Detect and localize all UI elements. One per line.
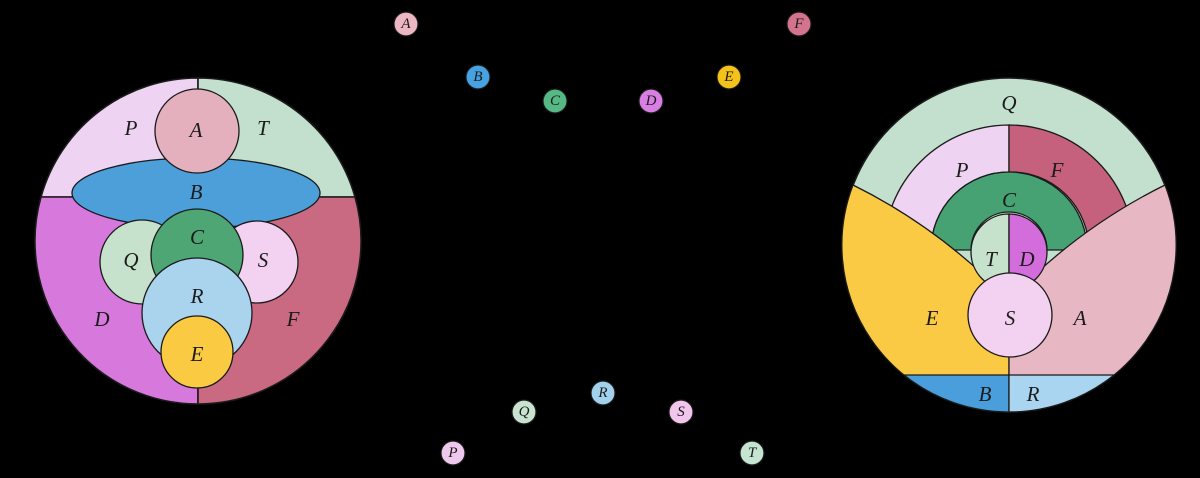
node-F xyxy=(786,11,812,37)
right-label-Q: Q xyxy=(1001,91,1016,115)
scatter-nodes: A B C D E F P Q R S T xyxy=(393,11,812,466)
right-circular-diagram: Q P F C T D E S A B R xyxy=(841,77,1177,413)
left-label-A: A xyxy=(188,118,203,142)
node-B xyxy=(465,64,491,90)
node-Q xyxy=(511,399,537,425)
right-label-P: P xyxy=(955,158,969,182)
node-B-label: B xyxy=(473,69,482,85)
node-R xyxy=(590,380,616,406)
node-E-label: E xyxy=(723,69,733,85)
node-A-label: A xyxy=(400,16,411,32)
right-label-C: C xyxy=(1002,188,1017,212)
node-R-label: R xyxy=(597,385,607,401)
left-label-T: T xyxy=(257,116,270,140)
node-P xyxy=(440,440,466,466)
right-label-F: F xyxy=(1050,158,1064,182)
node-D xyxy=(638,88,664,114)
node-P-label: P xyxy=(447,445,457,461)
node-C-label: C xyxy=(550,93,561,109)
right-region-S xyxy=(967,272,1053,358)
right-label-R: R xyxy=(1026,382,1040,406)
left-label-C: C xyxy=(190,225,205,249)
right-region-B xyxy=(902,374,1010,413)
right-region-R xyxy=(1008,374,1116,413)
right-label-E: E xyxy=(925,306,939,330)
left-region-E xyxy=(160,315,234,389)
left-label-B: B xyxy=(190,180,203,204)
node-A xyxy=(393,11,419,37)
right-label-A: A xyxy=(1072,306,1087,330)
right-region-C xyxy=(930,171,1088,251)
left-label-Q: Q xyxy=(123,248,138,272)
right-label-S: S xyxy=(1005,306,1016,330)
node-E xyxy=(716,64,742,90)
left-circular-diagram: P A T B C Q S R D F E xyxy=(34,77,362,405)
right-label-D: D xyxy=(1018,247,1034,271)
node-S-label: S xyxy=(677,404,685,420)
right-label-B: B xyxy=(979,382,992,406)
left-label-P: P xyxy=(124,116,138,140)
node-T-label: T xyxy=(748,445,758,461)
node-F-label: F xyxy=(793,16,804,32)
left-label-E: E xyxy=(190,342,204,366)
left-region-A xyxy=(154,88,240,174)
node-Q-label: Q xyxy=(519,404,530,420)
node-T xyxy=(739,440,765,466)
left-label-R: R xyxy=(190,284,204,308)
left-label-S: S xyxy=(258,248,269,272)
left-label-F: F xyxy=(286,307,300,331)
node-S xyxy=(668,399,694,425)
right-label-T: T xyxy=(985,247,998,271)
node-C xyxy=(542,88,568,114)
left-label-D: D xyxy=(93,307,109,331)
node-D-label: D xyxy=(645,93,657,109)
